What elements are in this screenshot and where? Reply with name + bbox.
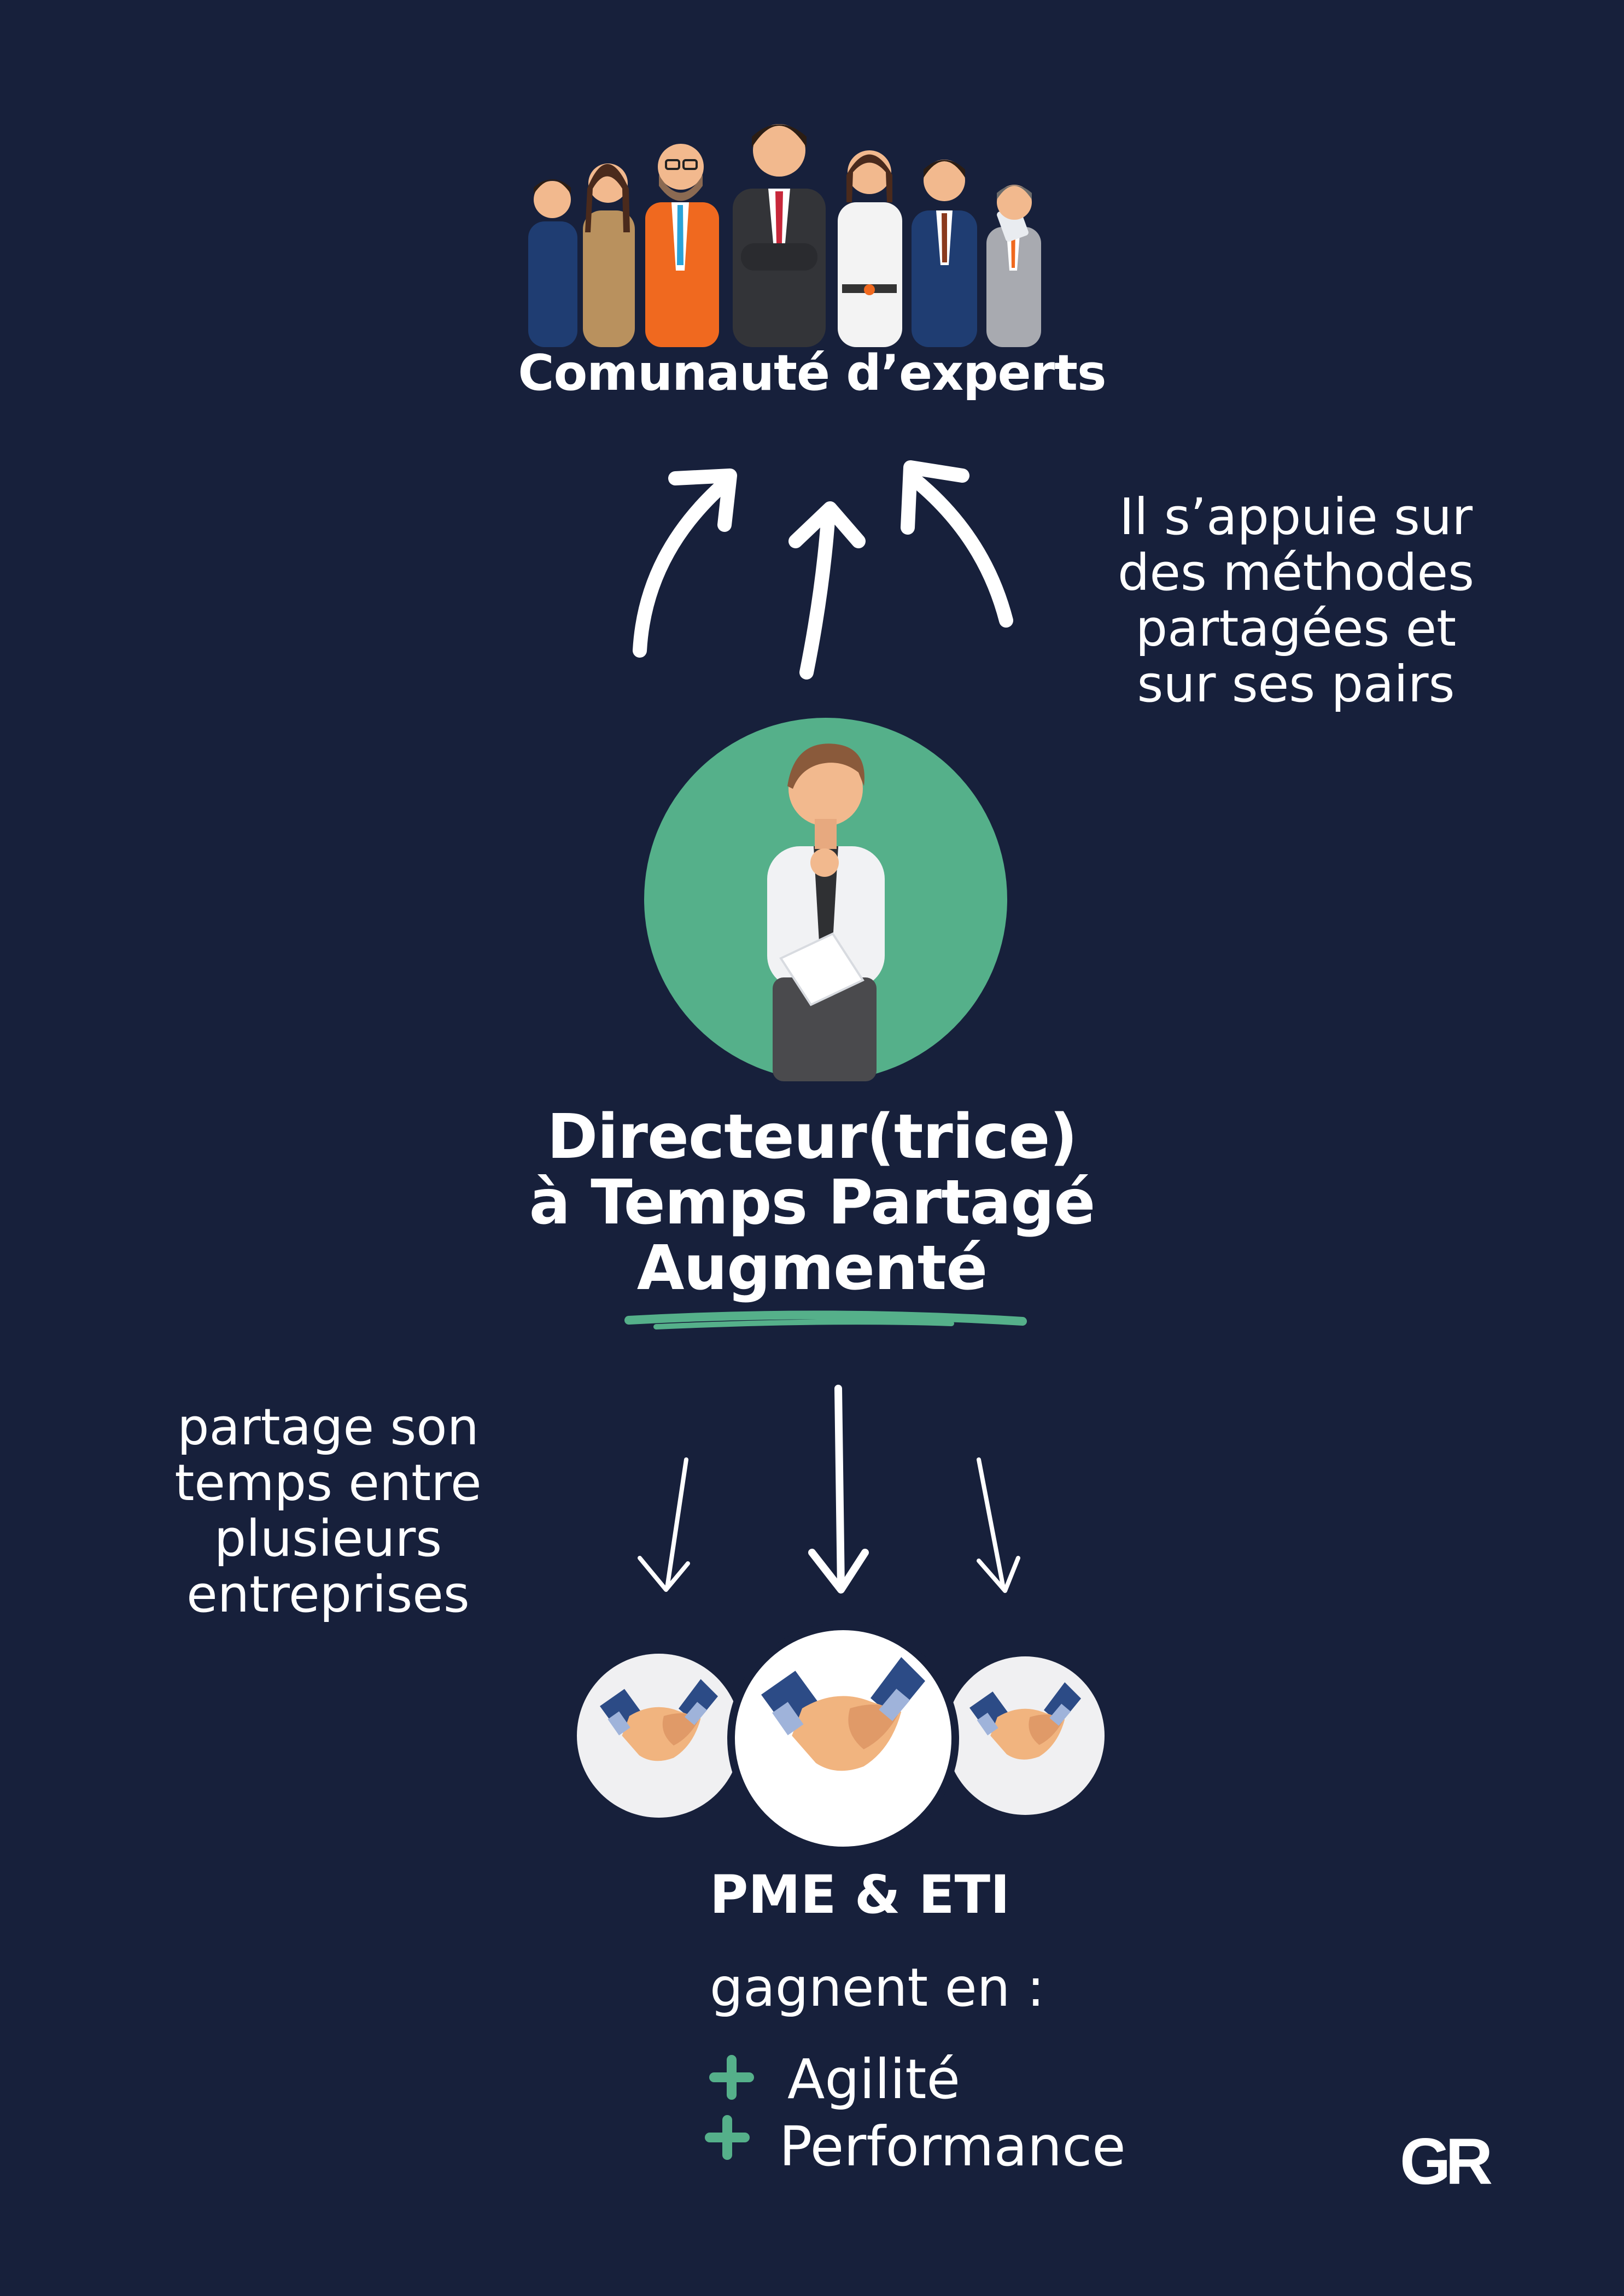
director-illustration [767, 743, 885, 1081]
time-note-line: entreprises [186, 1565, 470, 1624]
expert-figure [583, 163, 635, 347]
peers-note-line: partagées et [1135, 599, 1457, 658]
director-avatar [644, 718, 1007, 1081]
arrow-down-icon [808, 1385, 869, 1594]
time-note-line: plusieurs [214, 1509, 442, 1568]
director-title: Directeur(trice) à Temps Partagé Augment… [457, 1104, 1167, 1301]
arrows-up-group [633, 460, 1013, 680]
logo-text: GR [1400, 2125, 1492, 2198]
handshake-icon [946, 1656, 1105, 1815]
arrow-up-icon [788, 501, 866, 680]
arrow-up-right-icon [901, 460, 1013, 628]
expert-figure [912, 160, 977, 347]
benefit-agility: Agilité [787, 2047, 960, 2111]
plus-icon [709, 2055, 754, 2100]
handshake-icon [577, 1654, 741, 1818]
underline-brush-stroke [624, 1310, 1027, 1329]
time-note-line: temps entre [174, 1454, 482, 1512]
peers-note: Il s’appuie sur des méthodes partagées e… [1077, 489, 1515, 712]
logo: GR [1400, 2125, 1497, 2198]
community-title: Comunauté d’experts [518, 344, 1106, 402]
director-title-line2: à Temps Partagé [529, 1167, 1096, 1238]
handshake-icon [727, 1623, 959, 1854]
arrow-down-right-icon [977, 1457, 1020, 1593]
time-note-line: partage son [177, 1398, 479, 1456]
expert-figure [645, 144, 719, 347]
peers-note-line: Il s’appuie sur [1119, 488, 1473, 546]
companies-title: PME & ETI [710, 1864, 1010, 1925]
director-title-line1: Directeur(trice) [547, 1102, 1077, 1173]
time-note: partage son temps entre plusieurs entrep… [131, 1399, 525, 1623]
expert-figure [528, 179, 577, 347]
benefit-performance: Performance [779, 2115, 1126, 2178]
peers-note-line: des méthodes [1118, 543, 1474, 602]
expert-figure [986, 185, 1041, 347]
arrow-down-left-icon [638, 1457, 690, 1592]
handshake-circles [577, 1623, 1105, 1854]
plus-icon [705, 2115, 750, 2160]
expert-figure [838, 150, 902, 347]
arrow-up-left-icon [633, 468, 737, 658]
companies-subtitle: gagnent en : [710, 1957, 1045, 2018]
peers-note-line: sur ses pairs [1137, 655, 1455, 713]
director-title-line3: Augmenté [636, 1233, 988, 1304]
expert-figure [733, 124, 826, 347]
arrows-down-group [638, 1385, 1020, 1594]
experts-group-illustration [528, 124, 1041, 347]
